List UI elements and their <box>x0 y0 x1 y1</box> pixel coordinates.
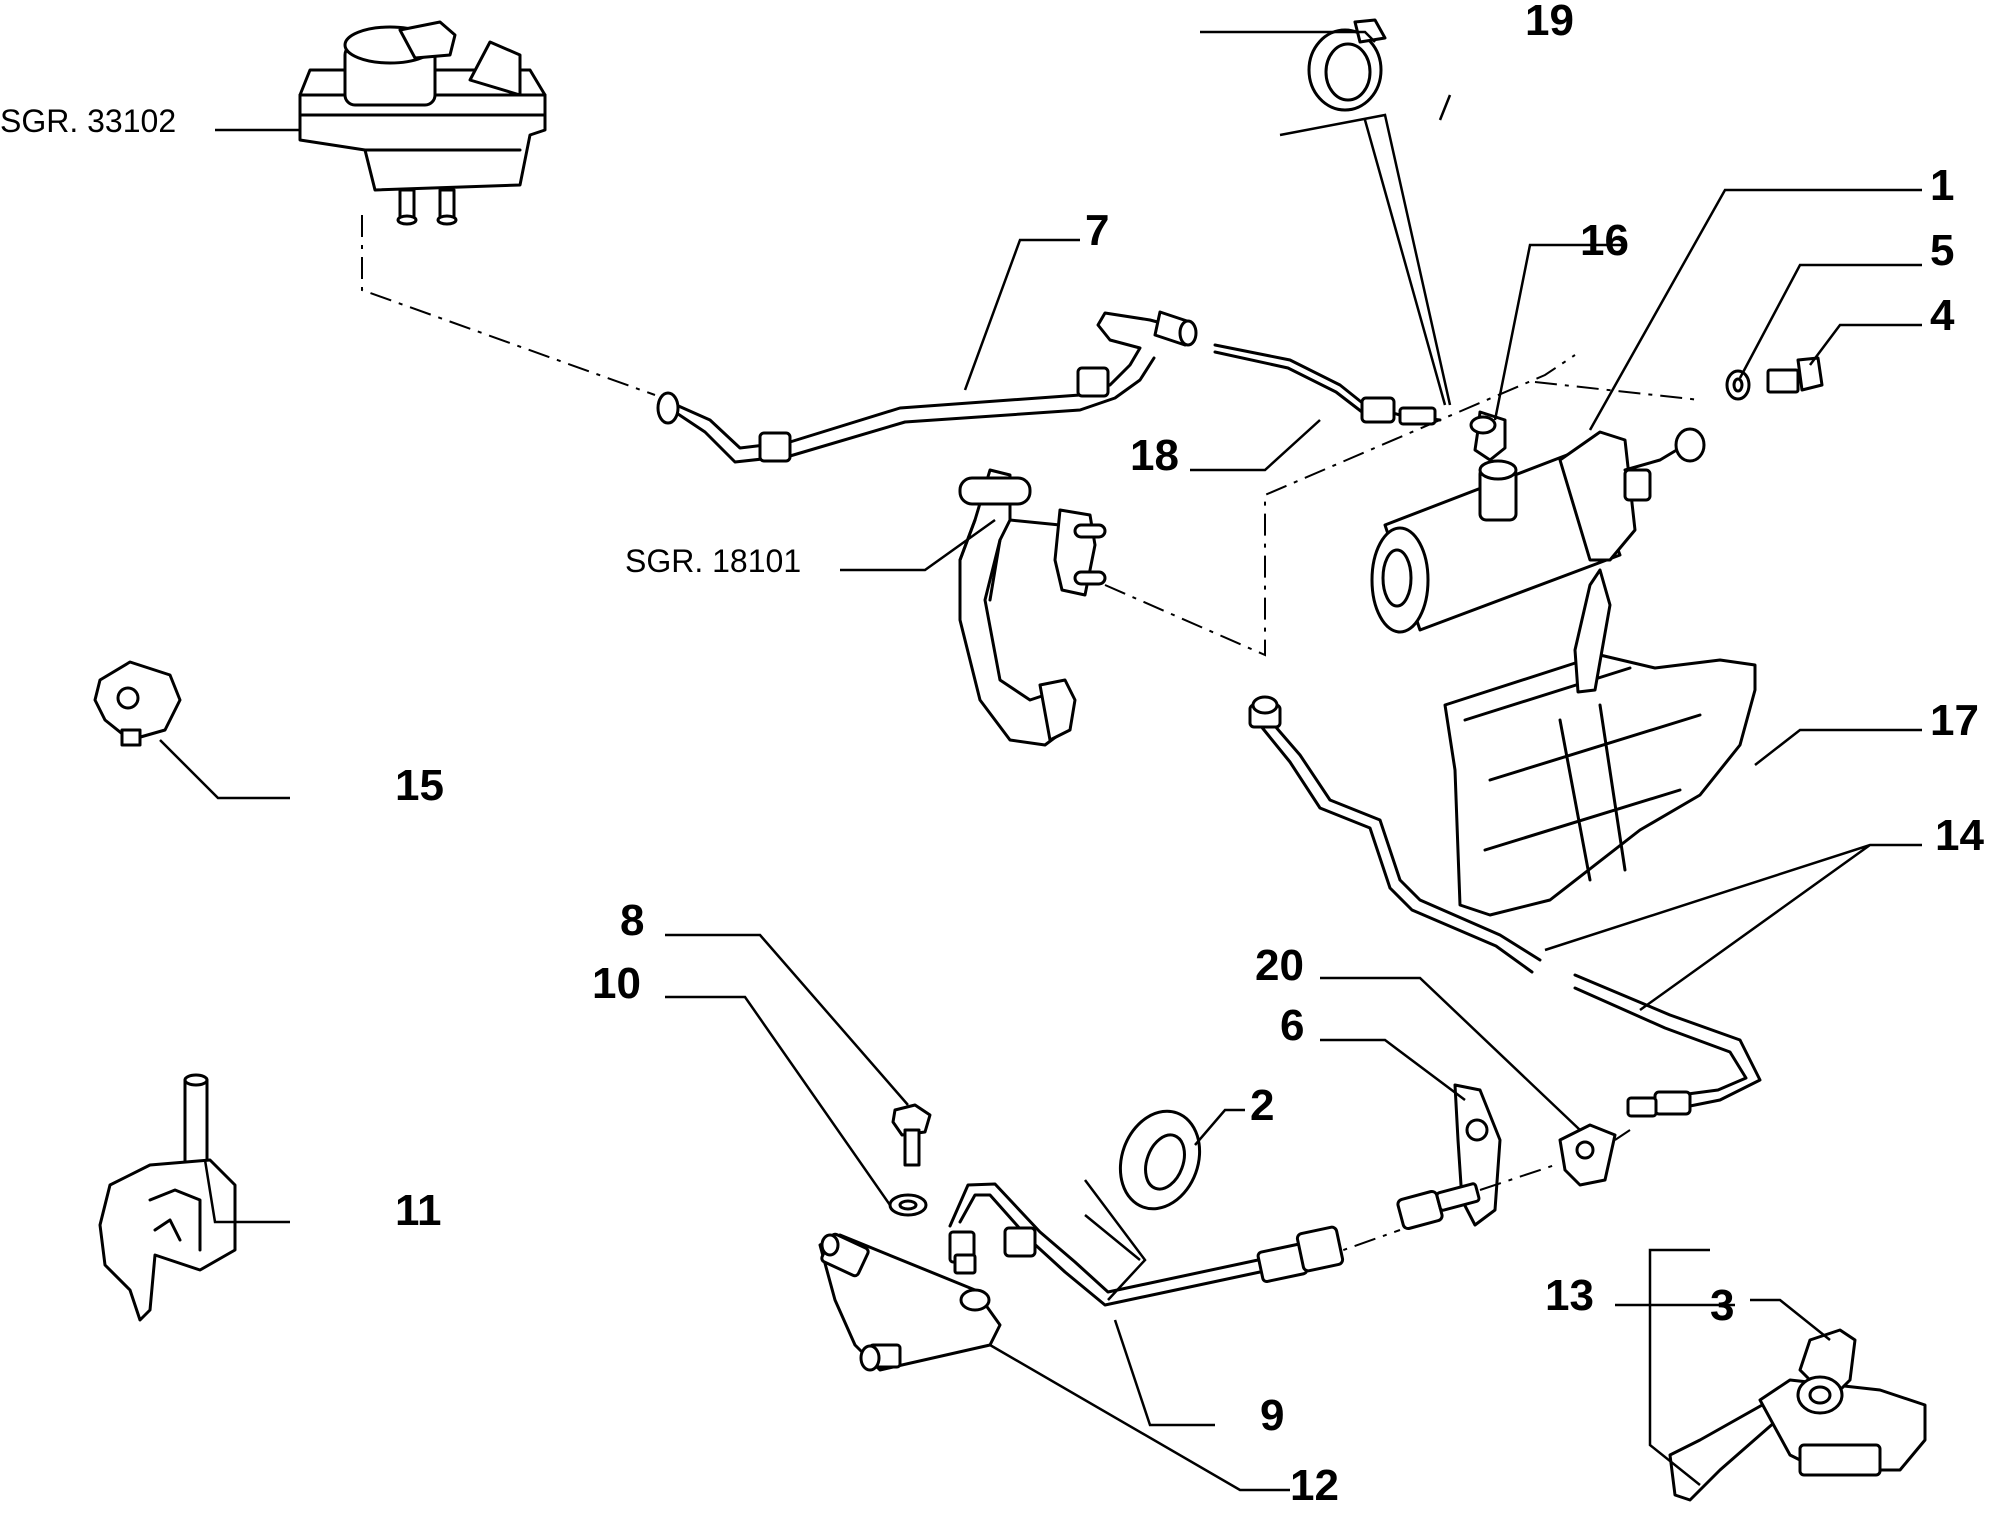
callout-11: 11 <box>395 1186 442 1235</box>
fitting-16 <box>1469 410 1507 462</box>
callout-15: 15 <box>395 761 444 810</box>
callout-16: 16 <box>1580 216 1629 265</box>
callout-1: 1 <box>1930 161 1954 210</box>
reservoir-connection-line <box>361 215 656 396</box>
callout-7: 7 <box>1085 206 1109 255</box>
bolt-4 <box>1766 356 1824 394</box>
union-fitting <box>1396 1182 1481 1231</box>
callout-14: 14 <box>1935 811 1984 860</box>
reservoir-hose-7 <box>656 310 1198 464</box>
clutch-pedal <box>958 468 1107 747</box>
reference-pedal: SGR. 18101 <box>625 543 801 579</box>
clutch-pipe-9 <box>948 1182 1345 1307</box>
callout-12: 12 <box>1290 1461 1339 1510</box>
callout-20: 20 <box>1255 941 1304 990</box>
callout-5: 5 <box>1930 226 1954 275</box>
hose-clamp-19 <box>1307 18 1387 112</box>
callout-9: 9 <box>1260 1391 1284 1440</box>
callout-6: 6 <box>1280 1001 1304 1050</box>
reference-reservoir: SGR. 33102 <box>0 103 176 139</box>
fluid-reservoir <box>298 20 547 226</box>
feed-pipe-18 <box>1213 343 1442 426</box>
callout-17: 17 <box>1930 696 1979 745</box>
clip-3 <box>1796 1328 1857 1415</box>
master-cylinder-1 <box>1370 427 1706 634</box>
leader-lines <box>159 30 1922 1492</box>
washer-10 <box>888 1193 928 1217</box>
bracket-11 <box>98 1073 237 1322</box>
callout-2: 2 <box>1250 1081 1274 1130</box>
callout-4: 4 <box>1930 291 1955 340</box>
callout-8: 8 <box>620 896 644 945</box>
callout-10: 10 <box>592 959 641 1008</box>
slave-cylinder-12 <box>818 1232 1002 1372</box>
callout-13: 13 <box>1545 1271 1594 1320</box>
callout-19: 19 <box>1525 0 1574 45</box>
bolt-8 <box>891 1103 932 1167</box>
callout-3: 3 <box>1710 1281 1734 1330</box>
connector-15 <box>93 660 182 747</box>
pedal-connection-line <box>1104 354 1576 657</box>
seal-2 <box>1118 1109 1202 1211</box>
pressure-pipe-14 <box>1248 695 1762 1118</box>
clip-20 <box>1558 1123 1617 1187</box>
washer-5 <box>1725 369 1751 401</box>
cover-17 <box>1443 568 1757 917</box>
callout-18: 18 <box>1130 431 1179 480</box>
